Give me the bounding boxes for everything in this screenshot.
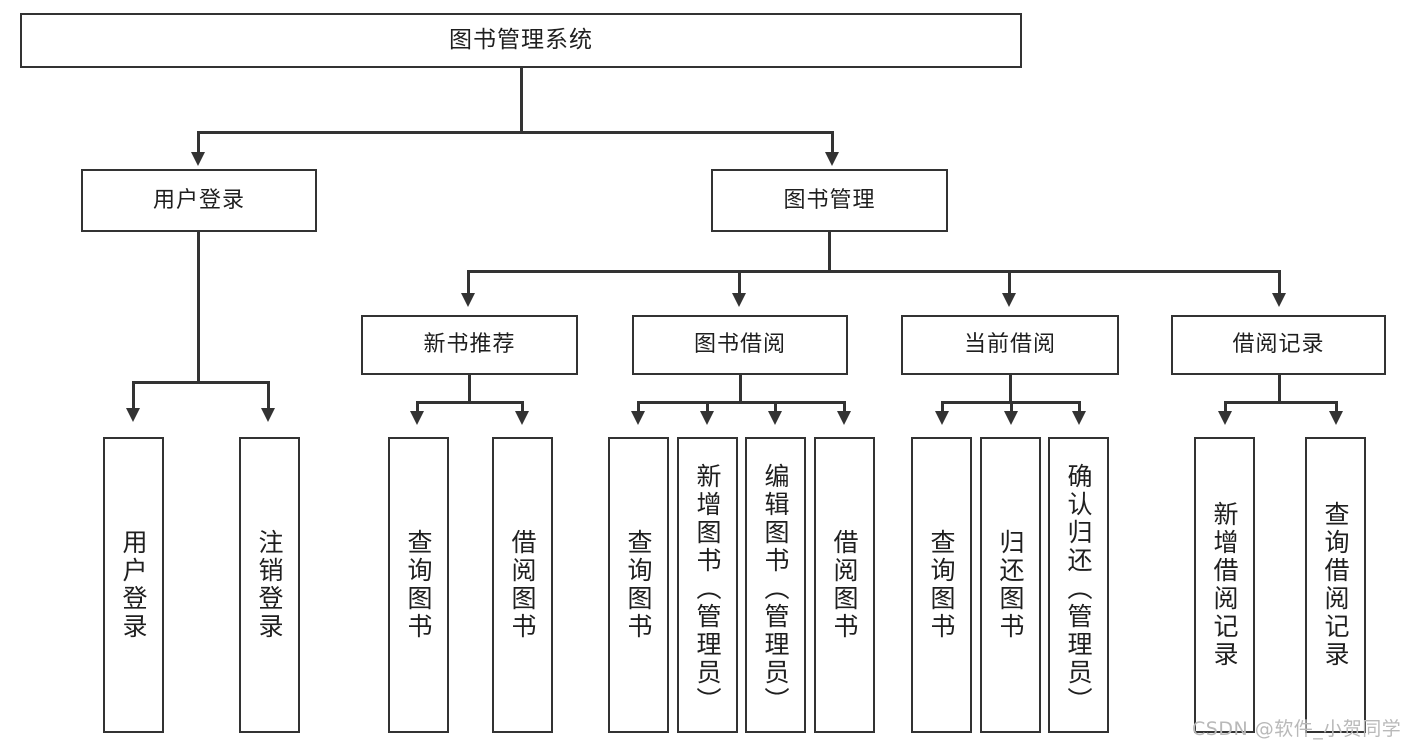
arrowhead-bookmgmt-to-record	[1272, 293, 1286, 307]
node-label: 借阅记录	[1232, 332, 1325, 358]
connector-borrowrecord-to-leaf2	[1335, 401, 1338, 414]
arrowhead-root-to-login	[191, 152, 205, 166]
connector-borrowrecord-stem	[1278, 375, 1281, 403]
connector-login-bus	[132, 381, 269, 384]
leaf-edit-book-admin[interactable]: 编辑图书（管理员）	[745, 437, 806, 733]
connector-currentborrow-stem	[1009, 375, 1012, 403]
connector-bookborrow-bus	[637, 401, 845, 404]
leaf-label: 查询借阅记录	[1321, 501, 1350, 669]
leaf-borrow-book-borrow[interactable]: 借阅图书	[814, 437, 875, 733]
leaf-logout-login[interactable]: 注销登录	[239, 437, 300, 733]
leaf-label: 借阅图书	[508, 529, 537, 641]
leaf-label: 查询图书	[927, 529, 956, 641]
arrowhead-bookmgmt-to-new	[461, 293, 475, 307]
node-label: 图书管理	[783, 187, 876, 213]
connector-bookborrow-to-leaf3	[774, 401, 777, 414]
connector-bookmgmt-stem	[828, 232, 831, 272]
node-root-system[interactable]: 图书管理系统	[20, 13, 1022, 68]
arrowhead-newbook-to-leaf1	[410, 411, 424, 425]
arrowhead-currentborrow-to-leaf3	[1072, 411, 1086, 425]
leaf-label: 新增图书（管理员）	[693, 463, 722, 715]
connector-newbook-to-leaf1	[416, 401, 419, 414]
leaf-add-book-admin[interactable]: 新增图书（管理员）	[677, 437, 738, 733]
arrowhead-currentborrow-to-leaf1	[935, 411, 949, 425]
leaf-query-book-current[interactable]: 查询图书	[911, 437, 972, 733]
arrowhead-login-to-leaf1	[126, 408, 140, 422]
leaf-label: 查询图书	[624, 529, 653, 641]
connector-newbook-to-leaf2	[521, 401, 524, 414]
arrowhead-bookborrow-to-leaf4	[837, 411, 851, 425]
connector-root-to-login	[197, 131, 200, 155]
node-user-login[interactable]: 用户登录	[81, 169, 317, 232]
arrowhead-bookborrow-to-leaf1	[631, 411, 645, 425]
node-label: 当前借阅	[963, 332, 1056, 358]
connector-login-stem	[197, 232, 200, 383]
node-borrow-record[interactable]: 借阅记录	[1171, 315, 1386, 375]
connector-root-bus	[197, 131, 834, 134]
leaf-label: 借阅图书	[830, 529, 859, 641]
arrowhead-currentborrow-to-leaf2	[1004, 411, 1018, 425]
leaf-label: 新增借阅记录	[1210, 501, 1239, 669]
arrowhead-root-to-bookmgmt	[825, 152, 839, 166]
leaf-return-book[interactable]: 归还图书	[980, 437, 1041, 733]
connector-bookmgmt-to-current	[1008, 270, 1011, 296]
node-new-book-recommend[interactable]: 新书推荐	[361, 315, 578, 375]
connector-borrowrecord-bus	[1224, 401, 1337, 404]
leaf-label: 确认归还（管理员）	[1064, 463, 1093, 715]
connector-bookborrow-to-leaf4	[843, 401, 846, 414]
leaf-label: 注销登录	[255, 529, 284, 641]
node-book-management[interactable]: 图书管理	[711, 169, 948, 232]
connector-root-stem	[520, 68, 523, 133]
connector-login-to-leaf2	[267, 381, 270, 411]
node-current-borrow[interactable]: 当前借阅	[901, 315, 1119, 375]
connector-root-to-bookmgmt	[831, 131, 834, 155]
leaf-add-borrow-record[interactable]: 新增借阅记录	[1194, 437, 1255, 733]
arrowhead-bookborrow-to-leaf3	[768, 411, 782, 425]
csdn-watermark: CSDN @软件_小贺同学	[1192, 718, 1402, 740]
connector-currentborrow-to-leaf3	[1078, 401, 1081, 414]
node-label: 图书借阅	[693, 332, 786, 358]
arrowhead-bookmgmt-to-current	[1002, 293, 1016, 307]
connector-currentborrow-to-leaf1	[941, 401, 944, 414]
leaf-label: 归还图书	[996, 529, 1025, 641]
connector-currentborrow-to-leaf2	[1010, 401, 1013, 414]
arrowhead-bookmgmt-to-borrow	[732, 293, 746, 307]
leaf-borrow-book-newbook[interactable]: 借阅图书	[492, 437, 553, 733]
leaf-confirm-return-admin[interactable]: 确认归还（管理员）	[1048, 437, 1109, 733]
leaf-user-login[interactable]: 用户登录	[103, 437, 164, 733]
connector-bookmgmt-to-new	[467, 270, 470, 296]
connector-bookborrow-to-leaf1	[637, 401, 640, 414]
node-label: 图书管理系统	[449, 27, 593, 54]
leaf-query-book-newbook[interactable]: 查询图书	[388, 437, 449, 733]
arrowhead-borrowrecord-to-leaf2	[1329, 411, 1343, 425]
connector-bookmgmt-to-borrow	[738, 270, 741, 296]
leaf-query-borrow-record[interactable]: 查询借阅记录	[1305, 437, 1366, 733]
connector-bookborrow-stem	[739, 375, 742, 403]
leaf-query-book-borrow[interactable]: 查询图书	[608, 437, 669, 733]
node-label: 用户登录	[152, 187, 245, 213]
node-book-borrow[interactable]: 图书借阅	[632, 315, 848, 375]
leaf-label: 查询图书	[404, 529, 433, 641]
connector-login-to-leaf1	[132, 381, 135, 411]
connector-bookborrow-to-leaf2	[706, 401, 709, 414]
arrowhead-newbook-to-leaf2	[515, 411, 529, 425]
connector-newbook-stem	[468, 375, 471, 403]
connector-bookmgmt-to-record	[1278, 270, 1281, 296]
leaf-label: 用户登录	[119, 529, 148, 641]
leaf-label: 编辑图书（管理员）	[761, 463, 790, 715]
arrowhead-borrowrecord-to-leaf1	[1218, 411, 1232, 425]
connector-borrowrecord-to-leaf1	[1224, 401, 1227, 414]
connector-newbook-bus	[416, 401, 523, 404]
connector-bookmgmt-bus	[467, 270, 1280, 273]
node-label: 新书推荐	[423, 332, 516, 358]
arrowhead-bookborrow-to-leaf2	[700, 411, 714, 425]
arrowhead-login-to-leaf2	[261, 408, 275, 422]
